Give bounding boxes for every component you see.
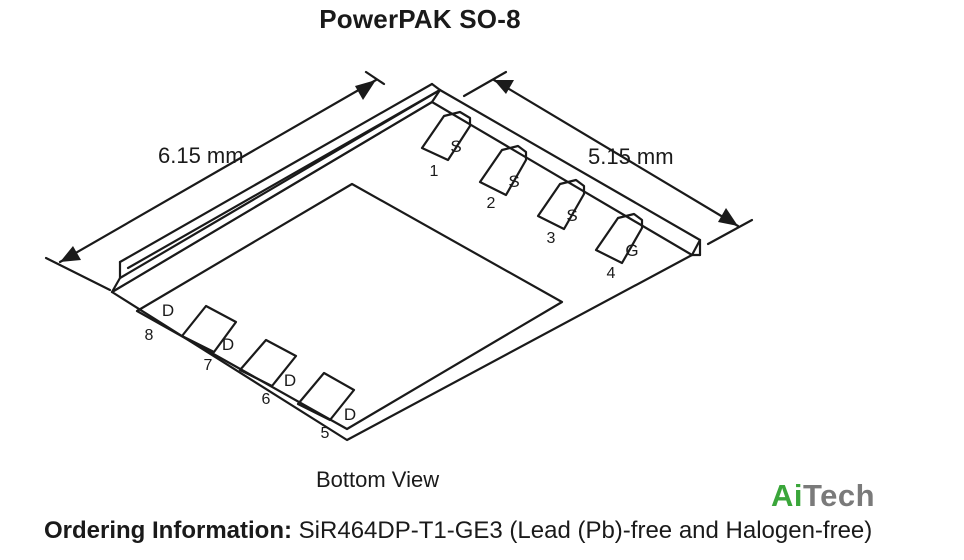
pin-number: 1: [430, 163, 439, 180]
pin-7-pad: [180, 304, 238, 354]
pin-name: G: [625, 241, 638, 260]
ordering-label: Ordering Information:: [44, 517, 292, 544]
arrow-head: [355, 80, 376, 100]
pin-name: S: [566, 206, 577, 225]
arrow-head: [494, 80, 514, 94]
pin-name: D: [284, 371, 296, 390]
arrow-head: [60, 246, 81, 262]
pin-number: 5: [321, 425, 330, 442]
length-label: 6.15 mm: [158, 143, 244, 168]
width-label: 5.15 mm: [588, 144, 674, 169]
pin-1-pad: [420, 110, 472, 162]
pin-name: D: [222, 335, 234, 354]
pin-number: 4: [607, 265, 616, 282]
pin-3-pad: [536, 178, 586, 231]
pin-name: D: [162, 301, 174, 320]
arrow-head: [718, 208, 738, 226]
pin-name: D: [344, 405, 356, 424]
package-rail: [110, 88, 442, 294]
pin-name: S: [450, 137, 461, 156]
length-dimension: [44, 70, 386, 292]
pin-number: 2: [487, 195, 496, 212]
pin-number: 8: [145, 327, 154, 344]
drain-pad: [135, 182, 564, 431]
pin-name: S: [508, 172, 519, 191]
logo-part-tech: Tech: [803, 478, 876, 513]
aitech-logo: AiTech: [771, 480, 875, 511]
view-caption: Bottom View: [316, 467, 440, 492]
width-dimension: [462, 70, 754, 246]
pin-4-pad: [594, 212, 644, 265]
pin-number: 7: [204, 357, 213, 374]
page-title: PowerPAK SO-8: [319, 4, 521, 34]
pin-2-pad: [478, 144, 528, 197]
ordering-value: SiR464DP-T1-GE3 (Lead (Pb)-free and Halo…: [292, 517, 873, 544]
pin-number: 3: [547, 230, 556, 247]
pin-6-pad: [238, 338, 298, 388]
ordering-information: Ordering Information: SiR464DP-T1-GE3 (L…: [44, 517, 872, 545]
logo-part-ai: Ai: [771, 478, 803, 513]
pin-5-pad: [296, 371, 356, 422]
pin-number: 6: [262, 391, 271, 408]
